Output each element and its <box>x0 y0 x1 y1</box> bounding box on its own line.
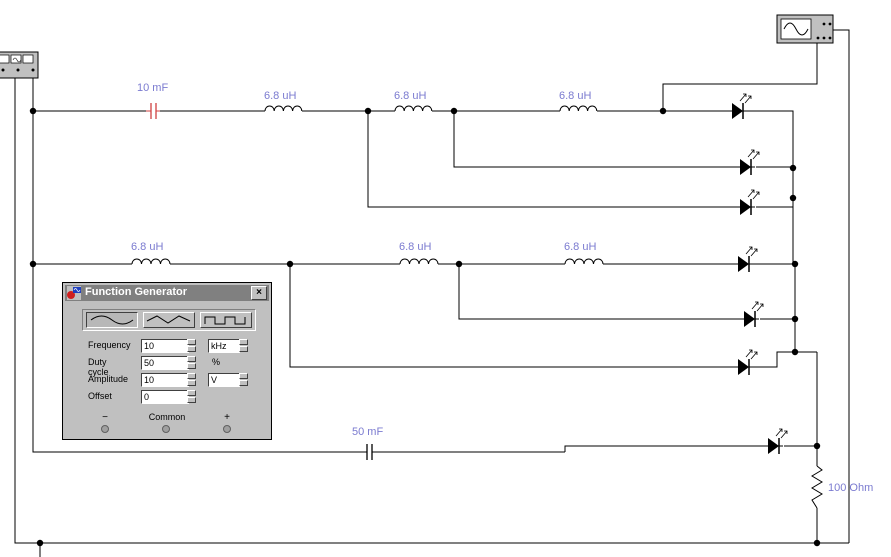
inductor-top-2-label: 6.8 uH <box>394 90 426 102</box>
frequency-label: Frequency <box>88 340 131 350</box>
inductor-top-1-label: 6.8 uH <box>264 90 296 102</box>
sine-wave-button[interactable] <box>86 312 138 328</box>
offset-input[interactable]: 0 <box>141 390 189 404</box>
minus-terminal[interactable] <box>101 425 109 433</box>
duty-cycle-input[interactable]: 50 <box>141 356 189 370</box>
amplitude-spinner[interactable] <box>187 373 196 387</box>
inductor-mid-2[interactable]: 6.8 uH <box>399 241 439 265</box>
inductor-mid-2-label: 6.8 uH <box>399 241 431 253</box>
close-button[interactable]: × <box>251 286 267 300</box>
amplitude-label: Amplitude <box>88 374 129 384</box>
frequency-unit-select[interactable]: kHz <box>208 339 240 353</box>
common-terminal[interactable] <box>162 425 170 433</box>
inductor-top-2[interactable]: 6.8 uH <box>394 90 433 112</box>
offset-spinner[interactable] <box>187 390 196 404</box>
triangle-wave-icon <box>146 315 191 324</box>
multimeter-instrument[interactable] <box>0 51 39 79</box>
led-6[interactable] <box>738 349 758 375</box>
led-7[interactable] <box>768 428 788 454</box>
common-terminal-label: Common <box>148 412 186 422</box>
inductor-top-3[interactable]: 6.8 uH <box>559 90 598 112</box>
inductor-top-1[interactable]: 6.8 uH <box>264 90 303 112</box>
capacitor-10mf[interactable]: 10 mF <box>137 82 168 119</box>
led-group <box>732 93 788 454</box>
inductor-mid-3[interactable]: 6.8 uH <box>564 241 604 265</box>
capacitor-10mf-label: 10 mF <box>137 82 168 94</box>
amplitude-input[interactable]: 10 <box>141 373 189 387</box>
frequency-unit-spinner[interactable] <box>239 339 248 353</box>
function-generator-window[interactable]: Function Generator × Frequency 10 kHz Du… <box>62 282 272 440</box>
led-1[interactable] <box>732 93 752 119</box>
triangle-wave-button[interactable] <box>143 312 195 328</box>
function-generator-titlebar[interactable]: Function Generator × <box>65 285 269 301</box>
wires <box>14 29 850 557</box>
amplitude-unit-spinner[interactable] <box>239 373 248 387</box>
plus-terminal[interactable] <box>223 425 231 433</box>
function-generator-title: Function Generator <box>85 286 188 298</box>
duty-cycle-unit: % <box>212 357 221 367</box>
led-4[interactable] <box>738 246 758 272</box>
offset-label: Offset <box>88 391 112 401</box>
led-5[interactable] <box>744 301 764 327</box>
frequency-input[interactable]: 10 <box>141 339 189 353</box>
capacitor-50mf[interactable]: 50 mF <box>345 426 383 460</box>
resistor-100ohm[interactable]: 100 Ohm <box>811 465 873 509</box>
led-2[interactable] <box>740 149 760 175</box>
inductor-mid-3-label: 6.8 uH <box>564 241 596 253</box>
inductor-mid-1[interactable]: 6.8 uH <box>131 241 171 265</box>
inductor-top-3-label: 6.8 uH <box>559 90 591 102</box>
duty-cycle-spinner[interactable] <box>187 356 196 370</box>
plus-terminal-label: + <box>224 412 230 423</box>
square-wave-button[interactable] <box>200 312 252 328</box>
waveform-selector <box>82 309 256 331</box>
square-wave-icon <box>204 316 246 325</box>
function-generator-icon <box>67 286 81 300</box>
oscilloscope-instrument[interactable] <box>776 14 834 44</box>
junction-nodes <box>29 107 821 547</box>
duty-cycle-label: Duty cycle <box>88 357 109 377</box>
resistor-100ohm-label: 100 Ohm <box>828 482 873 494</box>
sine-wave-icon <box>90 315 134 325</box>
amplitude-unit-select[interactable]: V <box>208 373 240 387</box>
frequency-spinner[interactable] <box>187 339 196 353</box>
inductor-mid-1-label: 6.8 uH <box>131 241 163 253</box>
minus-terminal-label: − <box>102 412 108 423</box>
led-3[interactable] <box>740 189 760 215</box>
capacitor-50mf-label: 50 mF <box>352 426 383 438</box>
